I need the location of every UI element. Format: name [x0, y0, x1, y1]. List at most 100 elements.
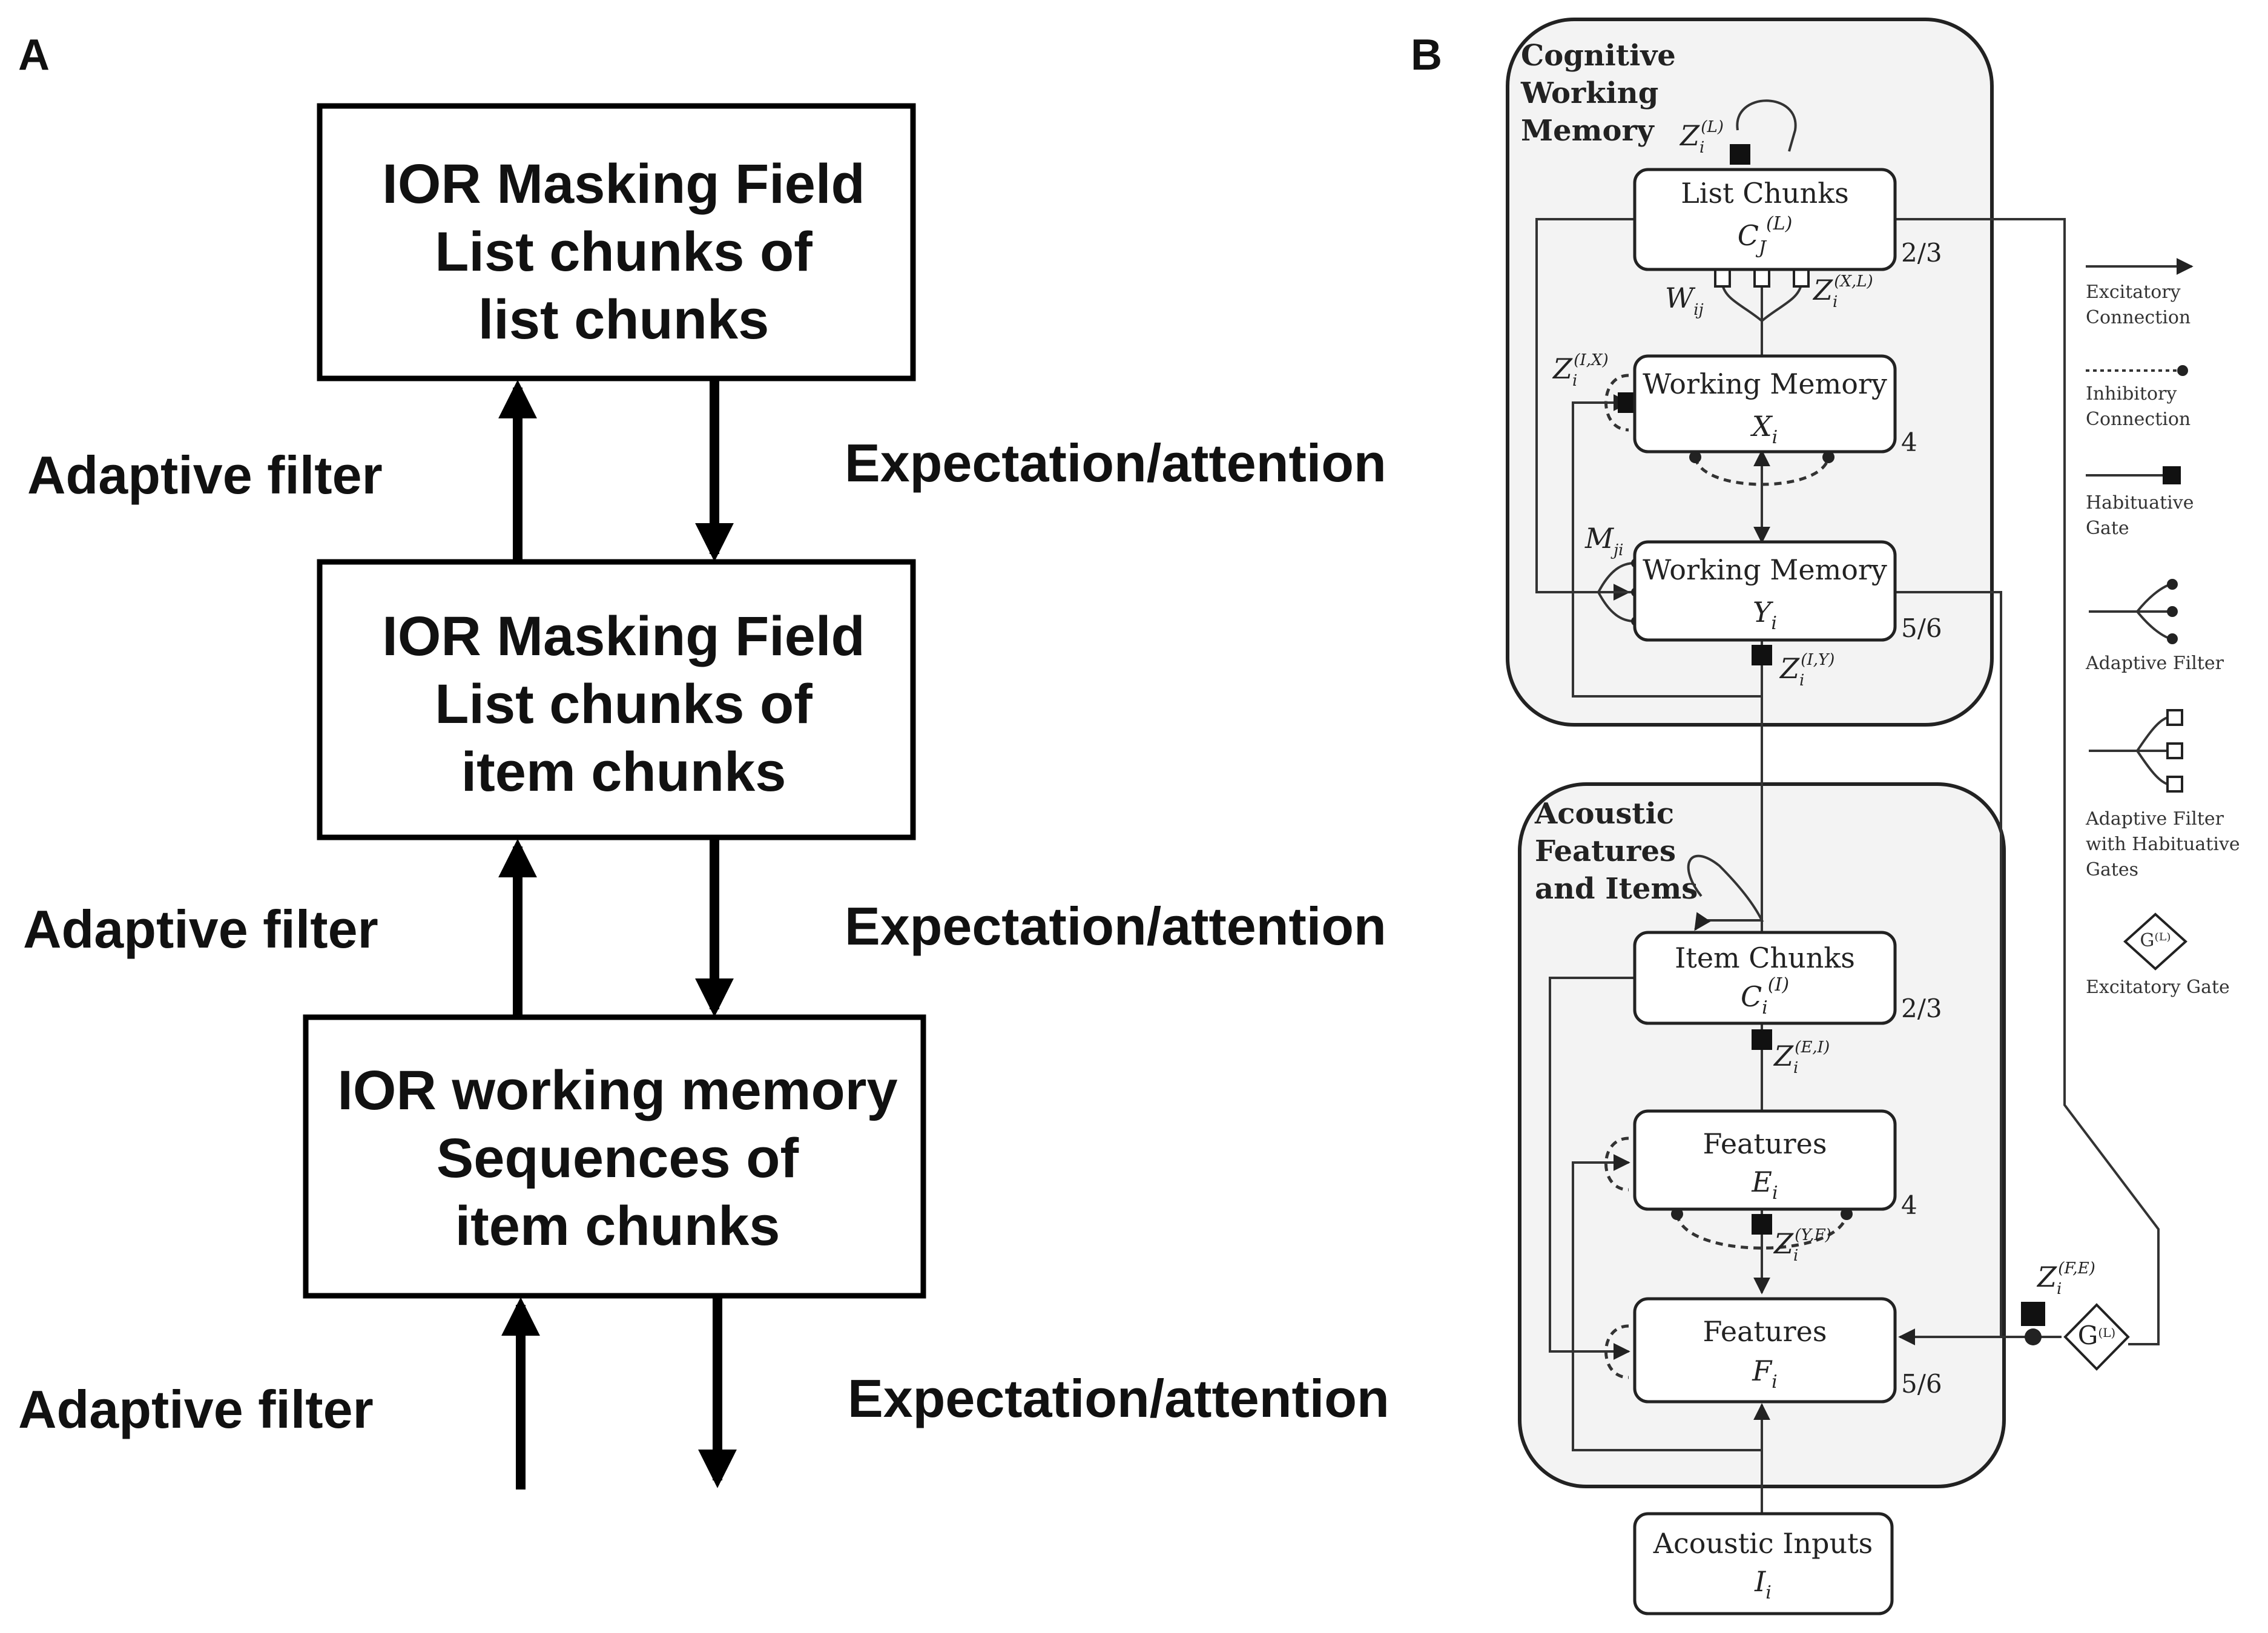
box-ior-working-memory: IOR working memory Sequences of item chu…	[303, 1014, 926, 1299]
inhibitory-self-features-e	[1604, 1137, 1629, 1192]
loop-f-to-e	[1572, 1154, 1762, 1451]
connector-list-to-gate	[1895, 218, 2160, 1345]
legend-afg-line1: Adaptive Filter	[2085, 808, 2224, 830]
label-z-xl: Zi(X,L)	[1812, 272, 1873, 311]
node-working-memory-x: Working Memory Xi 4	[1633, 354, 1917, 457]
connector-wmy-to-gate	[1895, 591, 2002, 1337]
gate-g-label: G(L)	[2078, 1321, 2115, 1350]
hab-gate-cup-2	[1753, 268, 1770, 288]
loop-wmy-to-wmx	[1572, 394, 1762, 698]
acoustic-group-line3: and Items	[1535, 872, 1698, 906]
inhibitory-dot-fe-right	[1841, 1208, 1853, 1220]
excitatory-gate-diamond	[2063, 1303, 2130, 1371]
acoustic-group-line2: Features	[1535, 834, 1676, 868]
legend-excitatory-gate-icon	[2123, 912, 2187, 971]
legend-excitatory-line1: Excitatory	[2086, 282, 2181, 303]
habituative-gate-z-l-icon	[1730, 144, 1750, 165]
wm-x-title: Working Memory	[1643, 368, 1887, 400]
box3-line3: item chunks	[455, 1195, 780, 1257]
box-list-chunks-of-item-chunks: IOR Masking Field List chunks of item ch…	[317, 559, 916, 840]
label-z-l: Zi(L)	[1679, 118, 1724, 157]
adaptive-filter-label-2: Adaptive filter	[23, 899, 378, 959]
node-list-chunks: List Chunks CJ(L) 2/3	[1633, 168, 1942, 271]
inhibitory-node-gate	[2025, 1328, 2042, 1345]
box2-line1: IOR Masking Field	[382, 605, 865, 667]
legend-afg-line2: with Habituative	[2086, 834, 2240, 855]
acoustic-group-line1: Acoustic	[1534, 797, 1674, 831]
node-features-f: Features Fi 5/6	[1633, 1297, 1942, 1404]
legend-afg-cup-1	[2166, 709, 2183, 726]
legend-afg-line3: Gates	[2086, 859, 2138, 880]
box1-line1: IOR Masking Field	[382, 153, 865, 215]
box3-line1: IOR working memory	[337, 1060, 897, 1121]
label-m-ji: Mji	[1584, 522, 1624, 559]
legend-adaptive-filter-line1: Adaptive Filter	[2085, 653, 2224, 674]
habituative-gate-z-iy-icon	[1752, 645, 1772, 665]
label-z-fe: Zi(F,E)	[2036, 1259, 2095, 1298]
expectation-label-2: Expectation/attention	[845, 896, 1386, 956]
cognitive-group-line1: Cognitive	[1521, 39, 1676, 73]
label-z-yf: Zi(Y,F)	[1773, 1226, 1831, 1265]
legend-excitatory-gate-line1: Excitatory Gate	[2086, 977, 2230, 998]
legend-habituative-line1: Habituative	[2086, 492, 2194, 513]
item-chunks-title: Item Chunks	[1675, 942, 1855, 974]
adaptive-filter-w-ij	[1721, 284, 1802, 322]
legend-afg-cup-3	[2166, 776, 2183, 793]
list-chunks-self-loop	[1736, 99, 1797, 152]
legend-habituative-line2: Gate	[2086, 518, 2129, 539]
expectation-label-3: Expectation/attention	[848, 1368, 1389, 1428]
legend-excitatory-line2: Connection	[2086, 307, 2191, 328]
inhibitory-self-wmx	[1604, 374, 1629, 432]
panel-a: A IOR Masking Field List chunks of list …	[18, 31, 1389, 1489]
inhibitory-dot-wmx-left	[1689, 451, 1701, 463]
cognitive-group-line3: Memory	[1521, 114, 1655, 148]
legend-inhibitory-line2: Connection	[2086, 409, 2191, 430]
hab-gate-cup-3	[1793, 268, 1810, 288]
wm-y-layer: 5/6	[1901, 613, 1942, 643]
item-chunks-self-loop	[1687, 854, 1764, 931]
legend-afg-cup-2	[2166, 742, 2183, 759]
legend-af-dot-2	[2167, 606, 2178, 617]
hab-gate-cup-1	[1714, 268, 1731, 288]
features-e-title: Features	[1703, 1127, 1827, 1160]
adaptive-filter-label-1: Adaptive filter	[27, 445, 383, 505]
inputs-title: Acoustic Inputs	[1653, 1527, 1873, 1560]
legend-habituative-square-icon	[2163, 466, 2181, 484]
inhibitory-dot-fe-left	[1671, 1208, 1683, 1220]
habituative-gate-z-ei-icon	[1752, 1029, 1772, 1050]
list-chunks-layer: 2/3	[1901, 238, 1942, 268]
adaptive-filter-m-ji	[1597, 562, 1635, 622]
item-chunks-layer: 2/3	[1901, 994, 1942, 1023]
box2-line3: item chunks	[461, 741, 786, 803]
node-features-e: Features Ei 4	[1633, 1109, 1917, 1220]
label-z-ix: Zi(I,X)	[1552, 351, 1609, 390]
expectation-label-1: Expectation/attention	[845, 433, 1386, 493]
inhibitory-arc-wmx	[1693, 457, 1830, 486]
loop-list-to-wmy	[1535, 218, 1635, 601]
legend-gate-glyph: G⁽ᴸ⁾	[2140, 930, 2171, 951]
legend-adaptive-filter-icon	[2089, 583, 2171, 640]
wm-y-symbol: Yi	[1753, 596, 1777, 634]
inhibitory-arc-features-e	[1675, 1213, 1848, 1250]
panel-b: B Cognitive Working Memory Acoustic Feat…	[1411, 18, 2240, 1615]
loop-item-to-features-f	[1549, 977, 1635, 1360]
features-f-symbol: Fi	[1752, 1354, 1778, 1393]
node-acoustic-inputs: Acoustic Inputs Ii	[1633, 1512, 1894, 1615]
inhibitory-dot-wmx-right	[1822, 451, 1835, 463]
panel-a-label: A	[18, 31, 50, 79]
wm-y-title: Working Memory	[1643, 553, 1887, 586]
legend-af-dot-3	[2167, 633, 2178, 644]
label-w-ij: Wij	[1665, 282, 1704, 319]
box1-line2: List chunks of	[435, 221, 813, 283]
habituative-gate-z-yf-icon	[1752, 1214, 1772, 1235]
label-z-ei: Zi(E,I)	[1773, 1038, 1830, 1077]
list-chunks-title: List Chunks	[1681, 177, 1849, 209]
box2-line2: List chunks of	[435, 673, 813, 735]
node-item-chunks: Item Chunks Ci(I) 2/3	[1633, 931, 1942, 1025]
features-f-title: Features	[1703, 1315, 1827, 1348]
panel-b-label: B	[1411, 31, 1442, 79]
legend-inhibitory-dot-icon	[2177, 365, 2188, 376]
box-list-chunks-of-list-chunks: IOR Masking Field List chunks of list ch…	[317, 103, 916, 381]
box1-line3: list chunks	[478, 289, 770, 351]
inhibitory-self-features-f	[1604, 1324, 1629, 1379]
